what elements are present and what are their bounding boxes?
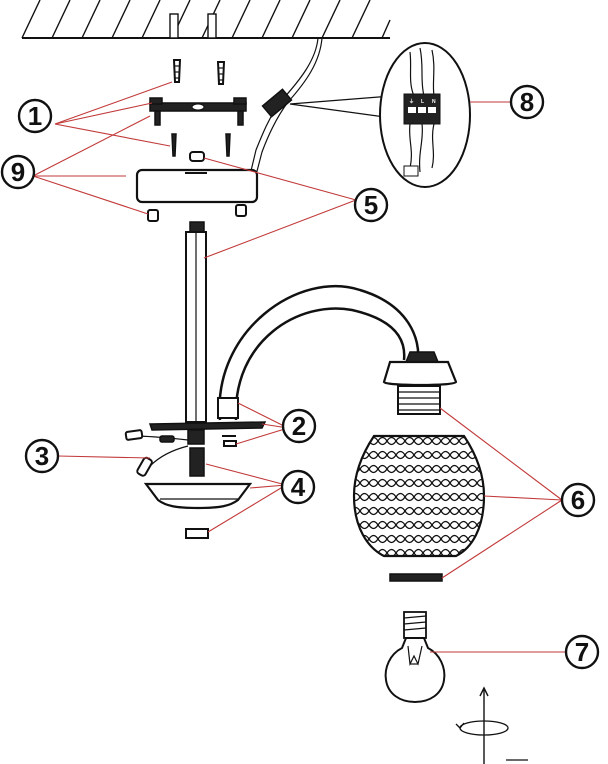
shade-ring (389, 573, 443, 582)
ceiling-hatching (21, 0, 391, 39)
ceiling-canopy (135, 168, 259, 204)
callout-6: 6 (560, 482, 596, 518)
callout-5-label: 5 (364, 190, 378, 220)
mounting-bracket (149, 97, 247, 126)
callout-2: 2 (281, 408, 317, 444)
callout-7: 7 (564, 634, 600, 670)
callout-4-label: 4 (291, 472, 306, 502)
wire-connectors (124, 429, 189, 477)
callout-8: 8 (509, 84, 545, 120)
terminal-mark-earth: ⏚ (409, 98, 414, 105)
wall-plugs (172, 59, 226, 85)
terminal-mark-line: L (421, 99, 424, 105)
leader-lines (32, 81, 566, 653)
terminal-detail-bubble: ⏚ L N (289, 42, 471, 188)
finial (185, 528, 209, 539)
callout-1: 1 (17, 98, 53, 134)
locking-nut (189, 151, 205, 162)
light-bulb (384, 611, 446, 704)
bottom-cup (143, 482, 253, 510)
screw-top-left (172, 59, 182, 83)
callout-6-label: 6 (571, 485, 585, 515)
ceiling (21, 0, 391, 39)
canopy-screw-left (147, 209, 159, 222)
terminal-mark-neutral: N (432, 99, 436, 105)
callout-3-label: 3 (35, 441, 49, 471)
rod-base-plate (148, 421, 267, 447)
rotate-arrow-icon (455, 686, 528, 764)
callout-1-label: 1 (28, 101, 42, 131)
callout-4: 4 (280, 469, 316, 505)
threaded-nipple (189, 447, 205, 477)
callout-9: 9 (0, 154, 36, 190)
callout-8-label: 8 (520, 87, 534, 117)
callout-7-label: 7 (575, 637, 589, 667)
callout-9-label: 9 (11, 157, 25, 187)
callout-5: 5 (353, 187, 389, 223)
terminal-block (261, 88, 293, 118)
callout-2-label: 2 (292, 411, 306, 441)
screw-top-right (216, 61, 226, 85)
lamp-holder (382, 351, 458, 415)
ceiling-hole-right (207, 13, 217, 39)
ceiling-hole-left (169, 13, 179, 39)
callout-3: 3 (24, 438, 60, 474)
canopy-screw-right (235, 204, 247, 217)
mounting-screws (171, 133, 231, 157)
arc-arm (217, 284, 420, 421)
glass-shade (352, 434, 486, 558)
down-rod (185, 221, 207, 423)
